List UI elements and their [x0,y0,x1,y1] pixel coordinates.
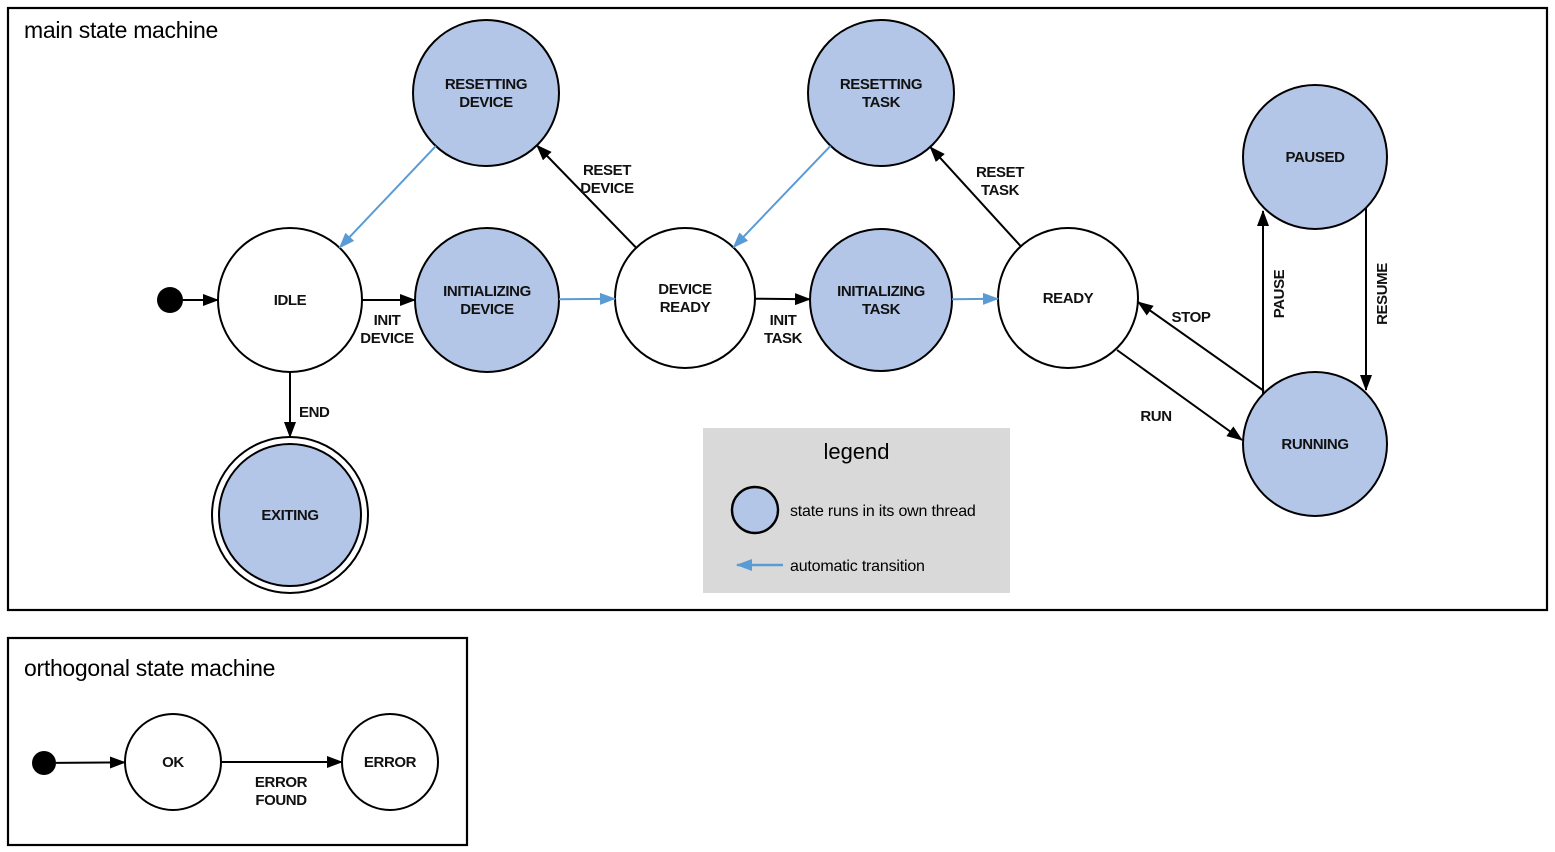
state-circle [414,227,560,373]
main-transition-initializing-device-device-ready [558,292,617,305]
legend-item-auto-label: automatic transition [790,558,925,575]
main-state-label-running: RUNNING [1281,436,1348,453]
ortho-transition-start-ok [55,756,127,769]
ortho-state-ok: OK [124,713,222,811]
ortho-title: orthogonal state machine [24,655,275,681]
main-state-idle: IDLE [217,227,363,373]
main-transition-device-ready-resetting-device [536,144,637,249]
ortho-state-error: ERROR [341,713,439,811]
state-circle [614,227,756,369]
main-state-label-ready: READY [1043,290,1094,307]
state-circle [1242,371,1388,517]
state-circle [412,19,560,167]
main-transition-label-idle-exiting: END [299,404,330,421]
main-transition-label-running-paused: PAUSE [1271,269,1288,318]
main-transition-label-running-ready: STOP [1172,309,1211,326]
main-initial-state-dot [157,287,183,313]
ortho-state-label-error: ERROR [364,754,417,771]
main-state-running: RUNNING [1242,371,1388,517]
main-transition-label-ready-running: RUN [1140,408,1171,425]
main-state-exiting: EXITING [211,436,369,594]
main-state-paused: PAUSED [1242,84,1388,230]
legend-title: legend [823,439,889,464]
ortho-state-label-ok: OK [162,754,184,771]
main-state-label-idle: IDLE [274,292,307,309]
state-circle [807,19,955,167]
main-state-label-exiting: EXITING [261,507,318,524]
main-transition-ready-running [1116,349,1243,441]
main-transition-ready-resetting-task [929,146,1022,247]
main-transition-device-ready-initializing-task [754,293,812,306]
main-transition-label-paused-running: RESUME [1374,263,1391,325]
main-transition-running-ready [1137,301,1265,392]
final-state-inner-circle [218,443,362,587]
ortho-initial-state-dot [32,751,56,775]
legend-item-thread-label: state runs in its own thread [790,503,976,520]
thread-state-circle-icon [730,485,780,535]
state-circle [809,228,953,372]
main-title: main state machine [24,17,218,43]
main-state-ready: READY [997,227,1139,369]
main-transition-resetting-device-idle [338,145,437,249]
state-circle [1242,84,1388,230]
main-transition-resetting-task-device-ready [732,145,832,249]
main-state-label-paused: PAUSED [1286,149,1346,166]
